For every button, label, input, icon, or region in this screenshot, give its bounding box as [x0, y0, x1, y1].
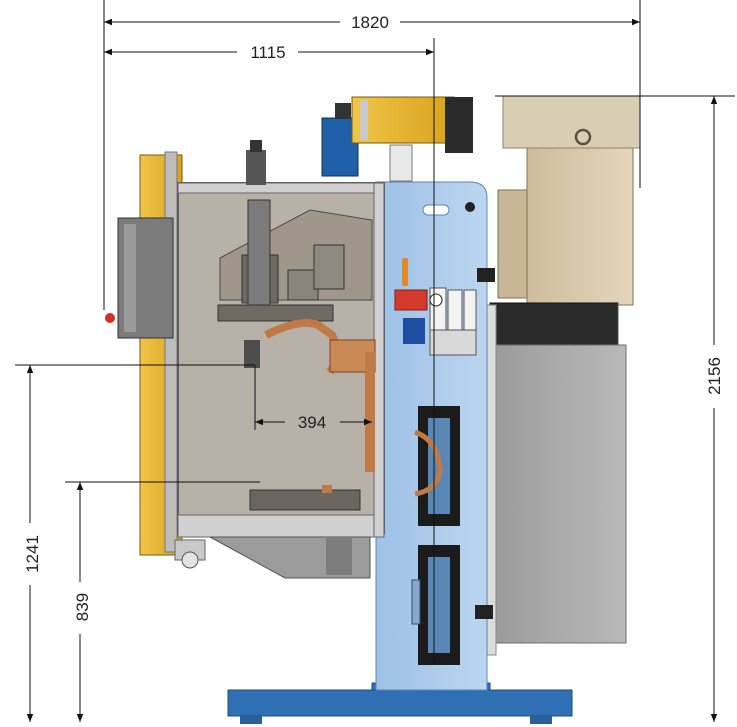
top-cylinder: [321, 96, 473, 182]
dimension-1115: 1115: [104, 38, 435, 664]
control-cabinet-upper: [497, 95, 641, 306]
dimension-label-1820: 1820: [351, 13, 389, 32]
internal-tooling: [217, 140, 376, 511]
dimension-839: 839: [65, 481, 260, 722]
dimension-1820: 1820: [103, 0, 641, 310]
blue-column: [375, 181, 495, 691]
dimension-label-1241: 1241: [23, 535, 42, 573]
dimension-label-2156: 2156: [705, 357, 724, 395]
dimension-label-839: 839: [73, 593, 92, 621]
dimension-1241: 1241: [15, 364, 255, 722]
dimension-394: 394: [254, 365, 372, 432]
control-cabinet-lower: [485, 302, 627, 656]
pneumatic-unit: [394, 258, 477, 356]
dimension-label-1115: 1115: [250, 43, 285, 62]
dimension-label-394: 394: [298, 413, 326, 432]
dimension-2156: 2156: [495, 95, 735, 722]
